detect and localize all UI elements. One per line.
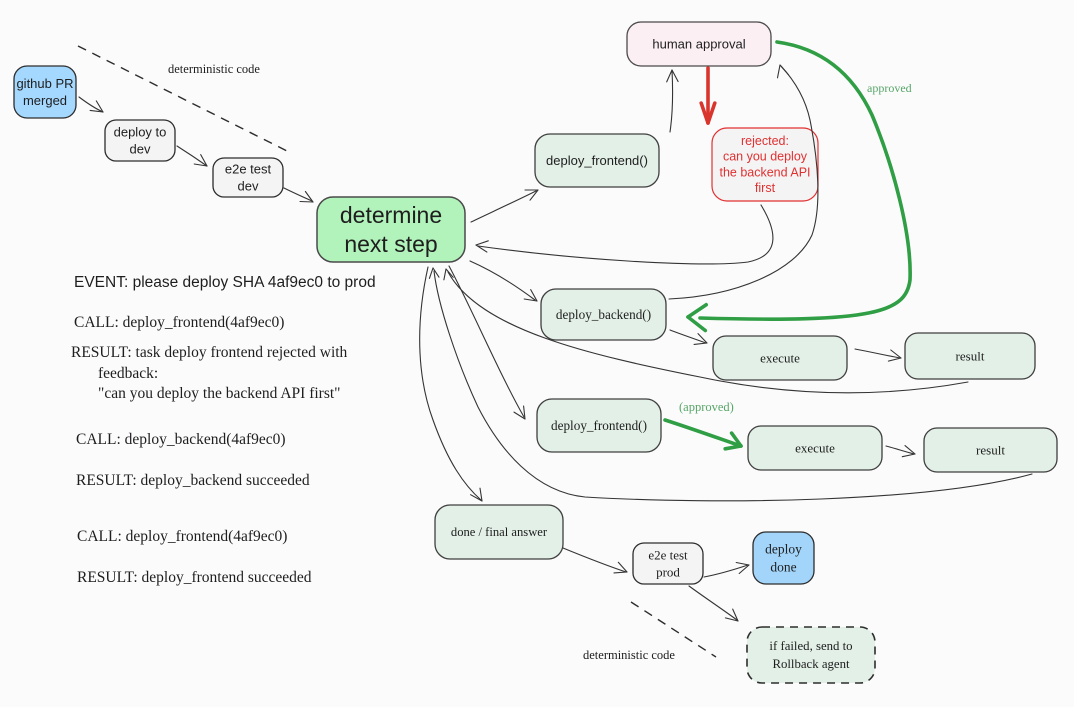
svg-text:deterministic code: deterministic code — [583, 648, 675, 662]
svg-text:merged: merged — [23, 93, 67, 108]
svg-text:e2e test: e2e test — [225, 162, 272, 177]
svg-text:can you deploy: can you deploy — [723, 150, 808, 164]
svg-text:(approved): (approved) — [679, 400, 734, 414]
svg-text:deploy_frontend(): deploy_frontend() — [551, 418, 647, 433]
svg-text:CALL: deploy_frontend(4af9ec0): CALL: deploy_frontend(4af9ec0) — [74, 314, 284, 331]
svg-text:Rollback agent: Rollback agent — [772, 657, 850, 671]
svg-text:deploy_frontend(): deploy_frontend() — [546, 153, 648, 168]
svg-text:e2e test: e2e test — [648, 548, 688, 563]
svg-text:CALL: deploy_backend(4af9ec0): CALL: deploy_backend(4af9ec0) — [76, 431, 286, 448]
svg-text:github PR: github PR — [16, 76, 73, 91]
svg-text:result: result — [956, 349, 985, 364]
svg-text:feedback:: feedback: — [98, 365, 158, 382]
svg-text:approved: approved — [867, 81, 912, 95]
svg-text:deploy: deploy — [765, 542, 802, 557]
svg-text:if failed, send to: if failed, send to — [769, 639, 852, 653]
svg-text:dev: dev — [130, 142, 151, 157]
svg-text:prod: prod — [656, 565, 680, 580]
svg-text:deploy_backend(): deploy_backend() — [556, 307, 651, 322]
svg-text:determine: determine — [340, 202, 442, 228]
svg-text:human approval: human approval — [652, 37, 745, 52]
svg-text:rejected:: rejected: — [741, 134, 789, 148]
svg-text:next step: next step — [344, 231, 437, 257]
svg-text:deploy to: deploy to — [114, 125, 167, 140]
svg-text:"can you deploy the backend AP: "can you deploy the backend API first" — [98, 385, 341, 402]
svg-text:deterministic code: deterministic code — [168, 62, 260, 76]
svg-text:EVENT: please deploy SHA 4af9e: EVENT: please deploy SHA 4af9ec0 to prod — [74, 274, 376, 291]
svg-text:dev: dev — [238, 179, 259, 194]
svg-text:done: done — [770, 560, 796, 575]
svg-text:the backend API: the backend API — [719, 165, 810, 179]
svg-text:first: first — [755, 181, 776, 195]
svg-text:RESULT: deploy_frontend succee: RESULT: deploy_frontend succeeded — [77, 569, 312, 586]
svg-text:result: result — [976, 443, 1005, 458]
svg-text:done / final answer: done / final answer — [451, 525, 548, 539]
svg-text:RESULT: task deploy frontend r: RESULT: task deploy frontend rejected wi… — [71, 344, 348, 361]
svg-text:execute: execute — [795, 441, 835, 456]
svg-text:execute: execute — [760, 351, 800, 366]
svg-text:CALL: deploy_frontend(4af9ec0): CALL: deploy_frontend(4af9ec0) — [77, 528, 287, 545]
svg-text:RESULT: deploy_backend succeed: RESULT: deploy_backend succeeded — [76, 472, 310, 489]
